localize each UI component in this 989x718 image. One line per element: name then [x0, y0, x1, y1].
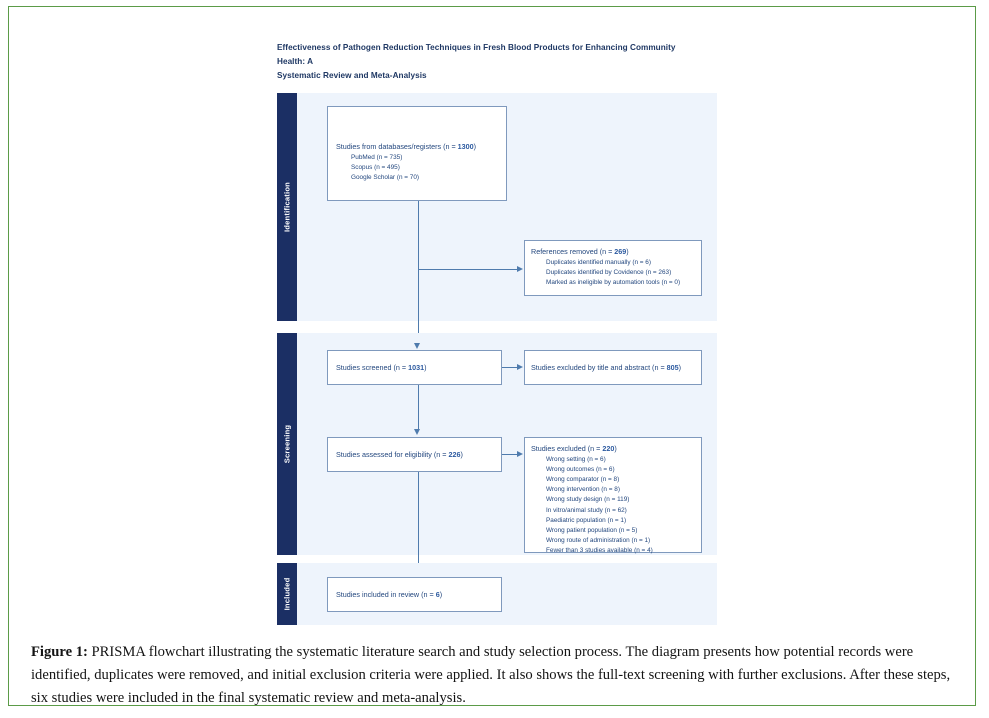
node-studies-from-databases-count: 1300 [457, 142, 474, 151]
node-assessed-eligibility-heading: Studies assessed for eligibility (n = 22… [336, 450, 463, 459]
node-studies-from-databases-heading: Studies from databases/registers (n = 13… [336, 142, 477, 151]
figure-caption-text: PRISMA flowchart illustrating the system… [31, 644, 951, 706]
node-studies-screened-count: 1031 [408, 363, 425, 372]
node-excluded-fulltext-item: Wrong study design (n = 119) [546, 496, 630, 504]
sidebar-identification: Identification [277, 93, 297, 321]
node-excluded-fulltext-count: 220 [602, 444, 615, 453]
node-excluded-fulltext: Studies excluded (n = 220) Wrong setting… [524, 437, 702, 555]
node-excluded-fulltext-item: Fewer than 3 studies available (n = 4) [546, 547, 653, 555]
connector-screened-to-assessed [418, 385, 419, 430]
node-studies-from-databases: Studies from databases/registers (n = 13… [327, 106, 507, 201]
node-excluded-title-abstract-count: 805 [666, 363, 679, 372]
arrowhead-to-excluded-fulltext [517, 451, 523, 457]
sidebar-label-identification: Identification [282, 181, 292, 233]
node-references-removed-item: Duplicates identified manually (n = 6) [546, 258, 651, 266]
prisma-flowchart: Identification Studies from databases/re… [9, 7, 977, 632]
arrowhead-to-studies-screened [414, 343, 420, 349]
figure-caption: Figure 1: PRISMA flowchart illustrating … [31, 641, 959, 710]
figure-caption-label: Figure 1: [31, 644, 88, 660]
node-studies-from-databases-item: Scopus (n = 495) [351, 163, 400, 171]
connector-assessed-to-included [418, 472, 419, 571]
sidebar-label-included: Included [282, 577, 292, 611]
node-included-review: Studies included in review (n = 6) [327, 577, 502, 612]
node-excluded-fulltext-item: Paediatric population (n = 1) [546, 516, 627, 524]
sidebar-screening: Screening [277, 333, 297, 555]
arrowhead-to-excluded-title-abstract [517, 364, 523, 370]
node-excluded-title-abstract: Studies excluded by title and abstract (… [524, 350, 702, 385]
sidebar-label-screening: Screening [282, 424, 292, 464]
node-references-removed-heading: References removed (n = 269) [531, 247, 629, 256]
node-excluded-fulltext-item: Wrong comparator (n = 8) [546, 475, 620, 483]
node-included-review-heading: Studies included in review (n = 6) [336, 590, 443, 599]
connector-vertical-identification [418, 201, 419, 351]
node-excluded-fulltext-item: Wrong route of administration (n = 1) [546, 537, 651, 545]
node-excluded-fulltext-item: In vitro/animal study (n = 62) [546, 506, 627, 514]
figure-page: Effectiveness of Pathogen Reduction Tech… [8, 6, 976, 706]
arrowhead-to-assessed-eligibility [414, 429, 420, 435]
node-excluded-title-abstract-heading: Studies excluded by title and abstract (… [531, 363, 682, 372]
connector-screened-to-excluded [502, 367, 518, 368]
figure-title: Effectiveness of Pathogen Reduction Tech… [277, 41, 697, 83]
node-studies-screened: Studies screened (n = 1031) [327, 350, 502, 385]
figure-title-line1: Effectiveness of Pathogen Reduction Tech… [277, 43, 676, 66]
connector-assessed-to-excluded-fulltext [502, 454, 518, 455]
node-studies-from-databases-item: PubMed (n = 735) [351, 153, 403, 161]
node-excluded-fulltext-item: Wrong intervention (n = 8) [546, 486, 620, 494]
connector-horizontal-to-references-removed [418, 269, 518, 270]
node-studies-screened-heading: Studies screened (n = 1031) [336, 363, 427, 372]
node-excluded-fulltext-item: Wrong patient population (n = 5) [546, 526, 638, 534]
figure-title-line2: Systematic Review and Meta-Analysis [277, 71, 427, 80]
node-assessed-eligibility: Studies assessed for eligibility (n = 22… [327, 437, 502, 472]
node-assessed-eligibility-count: 226 [448, 450, 461, 459]
arrowhead-to-references-removed [517, 266, 523, 272]
node-studies-from-databases-item: Google Scholar (n = 70) [351, 173, 420, 181]
node-excluded-fulltext-item: Wrong outcomes (n = 6) [546, 465, 615, 473]
node-references-removed-item: Marked as ineligible by automation tools… [546, 278, 681, 286]
node-excluded-fulltext-item: Wrong setting (n = 6) [546, 455, 606, 463]
sidebar-included: Included [277, 563, 297, 625]
node-included-review-count: 6 [435, 590, 440, 599]
node-excluded-fulltext-heading: Studies excluded (n = 220) [531, 444, 617, 453]
node-references-removed-count: 269 [614, 247, 627, 256]
node-references-removed: References removed (n = 269) Duplicates … [524, 240, 702, 296]
node-references-removed-item: Duplicates identified by Covidence (n = … [546, 268, 672, 276]
